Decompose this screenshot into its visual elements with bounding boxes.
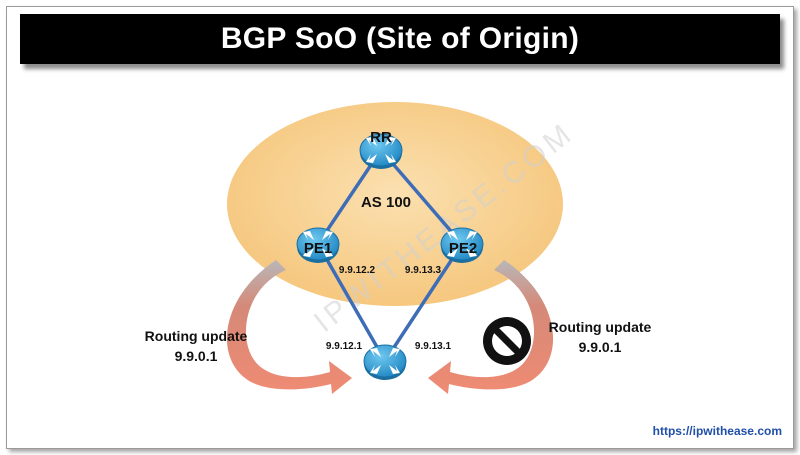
left-update-arrow bbox=[226, 260, 352, 394]
pe2-label: PE2 bbox=[449, 240, 477, 257]
ce-router-icon bbox=[363, 344, 407, 381]
link-pe1-ce bbox=[316, 243, 387, 362]
left-update-title: Routing update bbox=[145, 328, 248, 344]
title-bar: BGP SoO (Site of Origin) bbox=[20, 14, 780, 64]
link-pe2-ce bbox=[383, 243, 464, 362]
link-rr-pe2 bbox=[379, 148, 464, 246]
links bbox=[316, 148, 464, 362]
right-update-title: Routing update bbox=[549, 319, 652, 335]
right-update-prefix: 9.9.0.1 bbox=[579, 339, 622, 355]
right-update-arrow bbox=[428, 260, 554, 394]
pe1-label: PE1 bbox=[304, 240, 332, 257]
ce-right-ip-label: 9.9.13.1 bbox=[415, 341, 452, 352]
rr-label: RR bbox=[370, 129, 392, 146]
blocked-icon bbox=[483, 317, 531, 365]
ce-left-ip-label: 9.9.12.1 bbox=[326, 341, 363, 352]
footer-url[interactable]: https://ipwithease.com bbox=[652, 424, 782, 438]
as-label: AS 100 bbox=[361, 194, 411, 211]
pe2-ip-label: 9.9.13.3 bbox=[405, 265, 442, 276]
left-update-prefix: 9.9.0.1 bbox=[175, 348, 218, 364]
pe1-ip-label: 9.9.12.2 bbox=[339, 265, 376, 276]
page-title: BGP SoO (Site of Origin) bbox=[220, 22, 580, 55]
